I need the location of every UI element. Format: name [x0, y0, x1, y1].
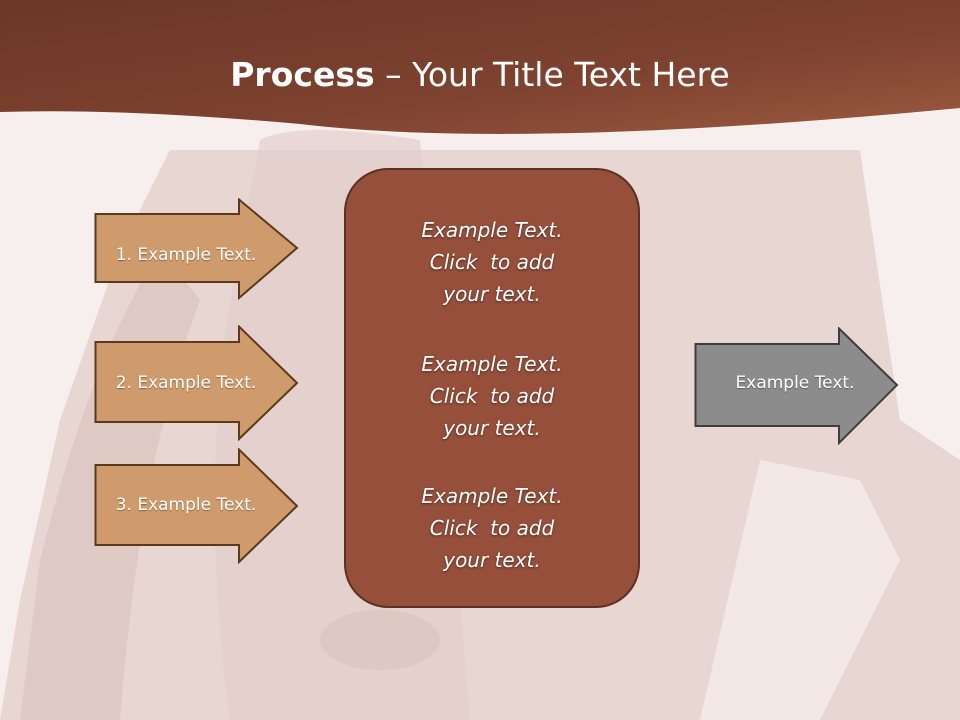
- center-block-3-line-2: Click to add: [429, 516, 555, 540]
- right-arrow: [694, 327, 899, 445]
- left-arrow-3: [94, 448, 299, 564]
- center-block-2: Example Text. Click to add your text.: [346, 348, 638, 444]
- center-text-box: Example Text. Click to add your text. Ex…: [344, 168, 640, 608]
- left-arrow-2: [94, 325, 299, 441]
- title-bold: Process: [230, 55, 375, 94]
- left-arrow-2-label: 2. Example Text.: [115, 373, 257, 393]
- center-block-3-line-3: your text.: [443, 548, 541, 572]
- header-band: [0, 0, 960, 134]
- left-arrow-3-label: 3. Example Text.: [115, 495, 257, 515]
- title-rest: – Your Title Text Here: [374, 55, 730, 94]
- center-block-3-line-1: Example Text.: [421, 484, 563, 508]
- center-block-1-line-1: Example Text.: [421, 218, 563, 242]
- center-block-3: Example Text. Click to add your text.: [346, 480, 638, 576]
- center-block-1-line-3: your text.: [443, 282, 541, 306]
- center-block-2-line-1: Example Text.: [421, 352, 563, 376]
- left-arrow-1: [94, 198, 299, 300]
- slide-title: Process – Your Title Text Here: [0, 52, 960, 98]
- center-block-1-line-2: Click to add: [429, 250, 555, 274]
- right-arrow-label: Example Text.: [735, 373, 855, 393]
- center-block-2-line-2: Click to add: [429, 384, 555, 408]
- center-block-2-line-3: your text.: [443, 416, 541, 440]
- left-arrow-1-label: 1. Example Text.: [115, 245, 257, 265]
- center-block-1: Example Text. Click to add your text.: [346, 214, 638, 310]
